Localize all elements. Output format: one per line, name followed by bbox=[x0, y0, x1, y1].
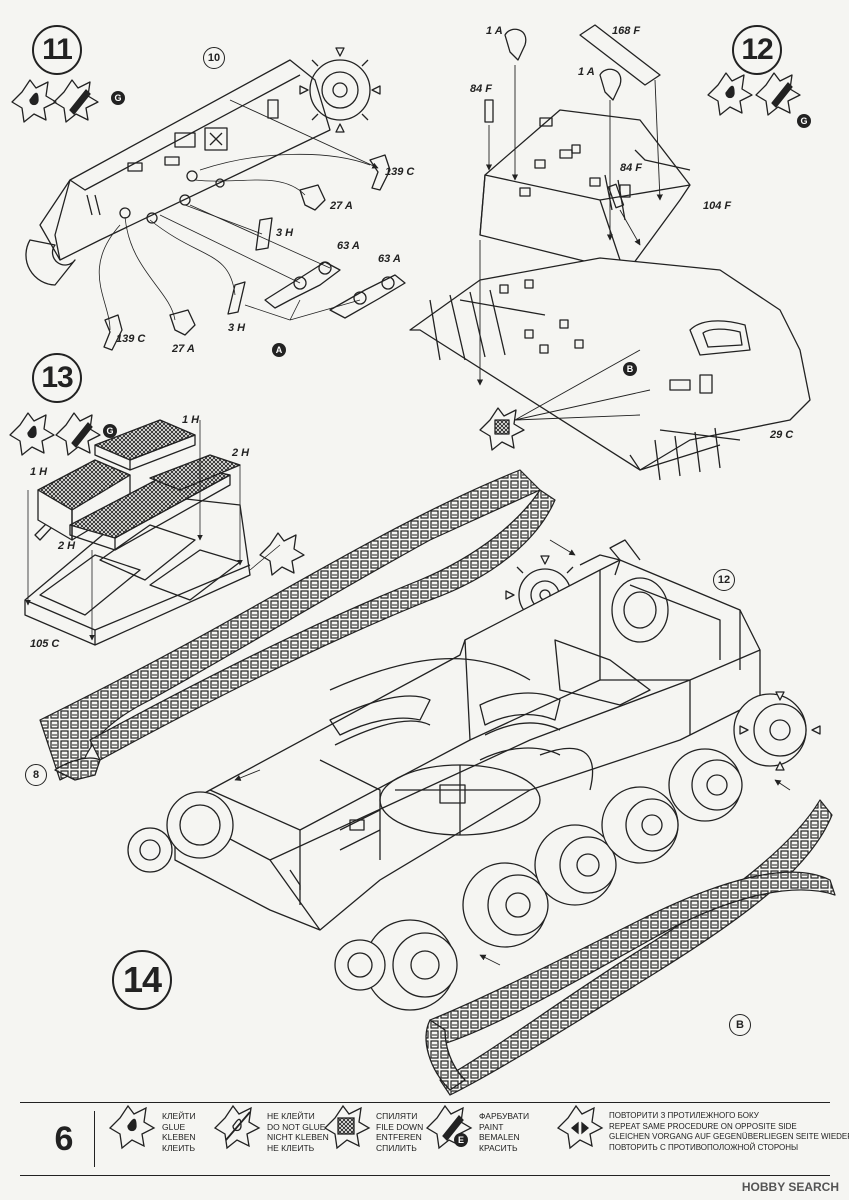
step11-color-mark-g: G bbox=[111, 91, 125, 105]
legend-repeat-ua: ПОВТОРИТИ З ПРОТИЛЕЖНОГО БОКУ bbox=[609, 1111, 759, 1120]
legend-bar: 6 КЛЕЙТИ GLUE KLEBEN КЛЕИТЬ НЕ КЛЕЙТИ DO… bbox=[20, 1102, 849, 1176]
legend-glue: КЛЕЙТИ GLUE KLEBEN КЛЕИТЬ bbox=[158, 1111, 196, 1153]
step-14-number: 14 bbox=[112, 950, 172, 1010]
step-11-number: 11 bbox=[32, 25, 82, 75]
step13-color-mark-g: G bbox=[103, 424, 117, 438]
part-27a-b bbox=[169, 309, 196, 336]
part-63a-a bbox=[264, 261, 341, 309]
legend-noglue-de: NICHT KLEBEN bbox=[267, 1132, 329, 1142]
legend-file-ua: СПИЛЯТИ bbox=[376, 1111, 418, 1121]
step11-hull-side bbox=[25, 47, 381, 286]
legend-noglue-ua: НЕ КЛЕЙТИ bbox=[267, 1111, 315, 1121]
label-84f-second: 84 F bbox=[620, 162, 643, 174]
subassembly-mark-b: B bbox=[623, 362, 637, 376]
label-1h-second: 1 H bbox=[30, 466, 48, 478]
step13-engine-deck bbox=[24, 469, 251, 646]
legend-noglue-ru: НЕ КЛЕИТЬ bbox=[267, 1142, 315, 1153]
label-84f: 84 F bbox=[470, 83, 493, 95]
label-105c: 105 C bbox=[30, 638, 60, 650]
legend-repeat-de: GLEICHEN VORGANG AUF GEGENÜBERLIEGEN SEI… bbox=[609, 1132, 849, 1141]
legend-glue-de: KLEBEN bbox=[162, 1132, 196, 1142]
part-139c-b bbox=[103, 314, 123, 351]
legend-repeat-ru: ПОВТОРИТЬ С ПРОТИВОПОЛОЖНОЙ СТОРОНЫ bbox=[609, 1142, 799, 1152]
label-3h-second: 3 H bbox=[228, 322, 246, 334]
label-29c: 29 C bbox=[770, 429, 794, 441]
label-2h: 2 H bbox=[232, 447, 250, 459]
ref-subassembly-8: 8 bbox=[25, 764, 47, 786]
legend-file-de: ENTFEREN bbox=[376, 1132, 422, 1142]
part-168f bbox=[579, 24, 661, 86]
step12-color-mark-g: G bbox=[797, 114, 811, 128]
step14-chassis bbox=[174, 539, 761, 931]
label-27a-second: 27 A bbox=[172, 343, 195, 355]
ref-step-12: 12 bbox=[713, 569, 735, 591]
label-104f: 104 F bbox=[703, 200, 732, 212]
label-168f: 168 F bbox=[612, 25, 641, 37]
step-13-number: 13 bbox=[32, 353, 82, 403]
legend-repeat-en: REPEAT SAME PROCEDURE ON OPPOSITE SIDE bbox=[609, 1121, 797, 1131]
part-1a-a bbox=[504, 28, 527, 61]
ref-step-10: 10 bbox=[203, 47, 225, 69]
part-63a-b bbox=[329, 274, 406, 319]
legend-no-glue: НЕ КЛЕЙТИ DO NOT GLUE NICHT KLEBEN НЕ КЛ… bbox=[263, 1111, 329, 1153]
label-63a-second: 63 A bbox=[378, 253, 401, 265]
part-27a-a bbox=[299, 184, 326, 211]
label-63a: 63 A bbox=[337, 240, 360, 252]
legend-file-en: FILE DOWN bbox=[376, 1121, 424, 1132]
legend-paint-ru: КРАСИТЬ bbox=[479, 1142, 518, 1153]
watermark: HOBBY SEARCH bbox=[741, 1180, 839, 1194]
part-84f-b bbox=[607, 183, 625, 209]
part-1a-b bbox=[599, 68, 622, 101]
legend-paint: ФАРБУВАТИ PAINT BEMALEN КРАСИТЬ bbox=[475, 1111, 529, 1153]
legend-noglue-en: DO NOT GLUE bbox=[267, 1121, 326, 1132]
legend-paint-ua: ФАРБУВАТИ bbox=[479, 1111, 530, 1121]
label-139c-second: 139 C bbox=[116, 333, 146, 345]
legend-paint-en: PAINT bbox=[479, 1121, 504, 1132]
part-3h-a bbox=[255, 217, 273, 251]
legend-file-down: СПИЛЯТИ FILE DOWN ENTFEREN СПИЛИТЬ bbox=[372, 1111, 423, 1153]
label-1a-second: 1 A bbox=[578, 66, 595, 78]
legend-icons bbox=[108, 1104, 604, 1150]
label-2h-second: 2 H bbox=[58, 540, 76, 552]
legend-paint-letter: E bbox=[454, 1133, 468, 1147]
subassembly-mark-a: A bbox=[272, 343, 286, 357]
legend-glue-en: GLUE bbox=[162, 1121, 186, 1132]
step12-rear-hull bbox=[409, 109, 811, 481]
legend-glue-ru: КЛЕИТЬ bbox=[162, 1142, 196, 1153]
part-3h-b bbox=[227, 281, 246, 315]
legend-glue-ua: КЛЕЙТИ bbox=[162, 1111, 196, 1121]
label-1a: 1 A bbox=[486, 25, 503, 37]
legend-paint-de: BEMALEN bbox=[479, 1132, 520, 1142]
page-number: 6 bbox=[34, 1111, 95, 1167]
legend-file-ru: СПИЛИТЬ bbox=[376, 1142, 417, 1153]
label-27a: 27 A bbox=[330, 200, 353, 212]
ref-subassembly-b: B bbox=[729, 1014, 751, 1036]
label-139c: 139 C bbox=[385, 166, 415, 178]
step-12-number: 12 bbox=[732, 25, 782, 75]
step14-road-wheels bbox=[127, 691, 821, 1011]
part-139c-a bbox=[369, 154, 391, 191]
label-3h: 3 H bbox=[276, 227, 294, 239]
label-1h: 1 H bbox=[182, 414, 200, 426]
legend-repeat: ПОВТОРИТИ З ПРОТИЛЕЖНОГО БОКУ REPEAT SAM… bbox=[605, 1111, 849, 1153]
part-84f-a bbox=[484, 99, 494, 123]
